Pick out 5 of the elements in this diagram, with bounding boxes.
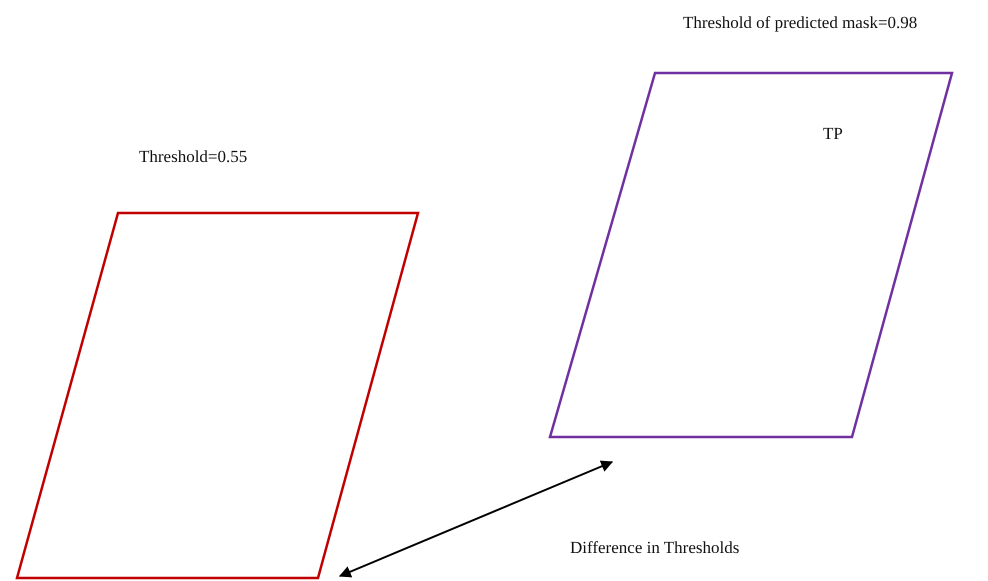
threshold-heading: Threshold of predicted mask=0.98 bbox=[683, 13, 918, 33]
annotation-text: Difference in Thresholds bbox=[570, 538, 740, 558]
region-label: TP bbox=[823, 124, 843, 144]
threshold-heading: Threshold=0.55 bbox=[139, 147, 248, 167]
double-headed-arrow bbox=[338, 460, 614, 578]
